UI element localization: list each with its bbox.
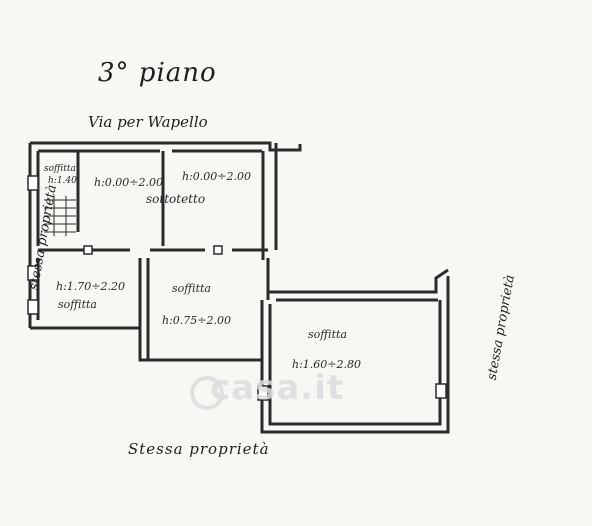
wall-mid-room-bottom — [148, 300, 264, 362]
room-1-height: h:1.40 — [48, 176, 77, 186]
room-1-name: soffitta — [44, 164, 76, 174]
floor-title: 3° piano — [98, 58, 217, 88]
stairs — [44, 196, 76, 236]
room-2-height: h:0.00÷2.00 — [94, 176, 163, 189]
room-5-height: h:0.75÷2.00 — [162, 314, 231, 327]
window-mark-1 — [27, 175, 39, 191]
window-mark-5 — [435, 383, 447, 399]
pillar-mark-1 — [83, 245, 93, 255]
wall-outer-top — [30, 141, 302, 152]
room-6-name: soffitta — [308, 328, 347, 341]
room-4-height: h:1.70÷2.20 — [56, 280, 125, 293]
room-4-name: soffitta — [58, 298, 97, 311]
window-mark-4 — [257, 385, 269, 401]
room-3-name: sottotetto — [146, 192, 206, 206]
room-3-height: h:0.00÷2.00 — [182, 170, 251, 183]
wall-big-room-left-inner — [268, 300, 442, 426]
room-6-height: h:1.60÷2.80 — [292, 358, 361, 371]
window-mark-3 — [27, 299, 39, 315]
watermark-icon — [190, 376, 224, 410]
room-5-name: soffitta — [172, 282, 211, 295]
window-mark-2 — [27, 265, 39, 281]
wall-big-room-left — [260, 276, 450, 434]
street-label: Via per Wapello — [88, 113, 208, 131]
boundary-bottom: Stessa proprietà — [128, 440, 270, 458]
pillar-mark-2 — [213, 245, 223, 255]
wall-lower-left-right — [138, 258, 148, 362]
watermark: casa.it — [210, 368, 345, 408]
wall-big-room-top — [268, 268, 449, 294]
